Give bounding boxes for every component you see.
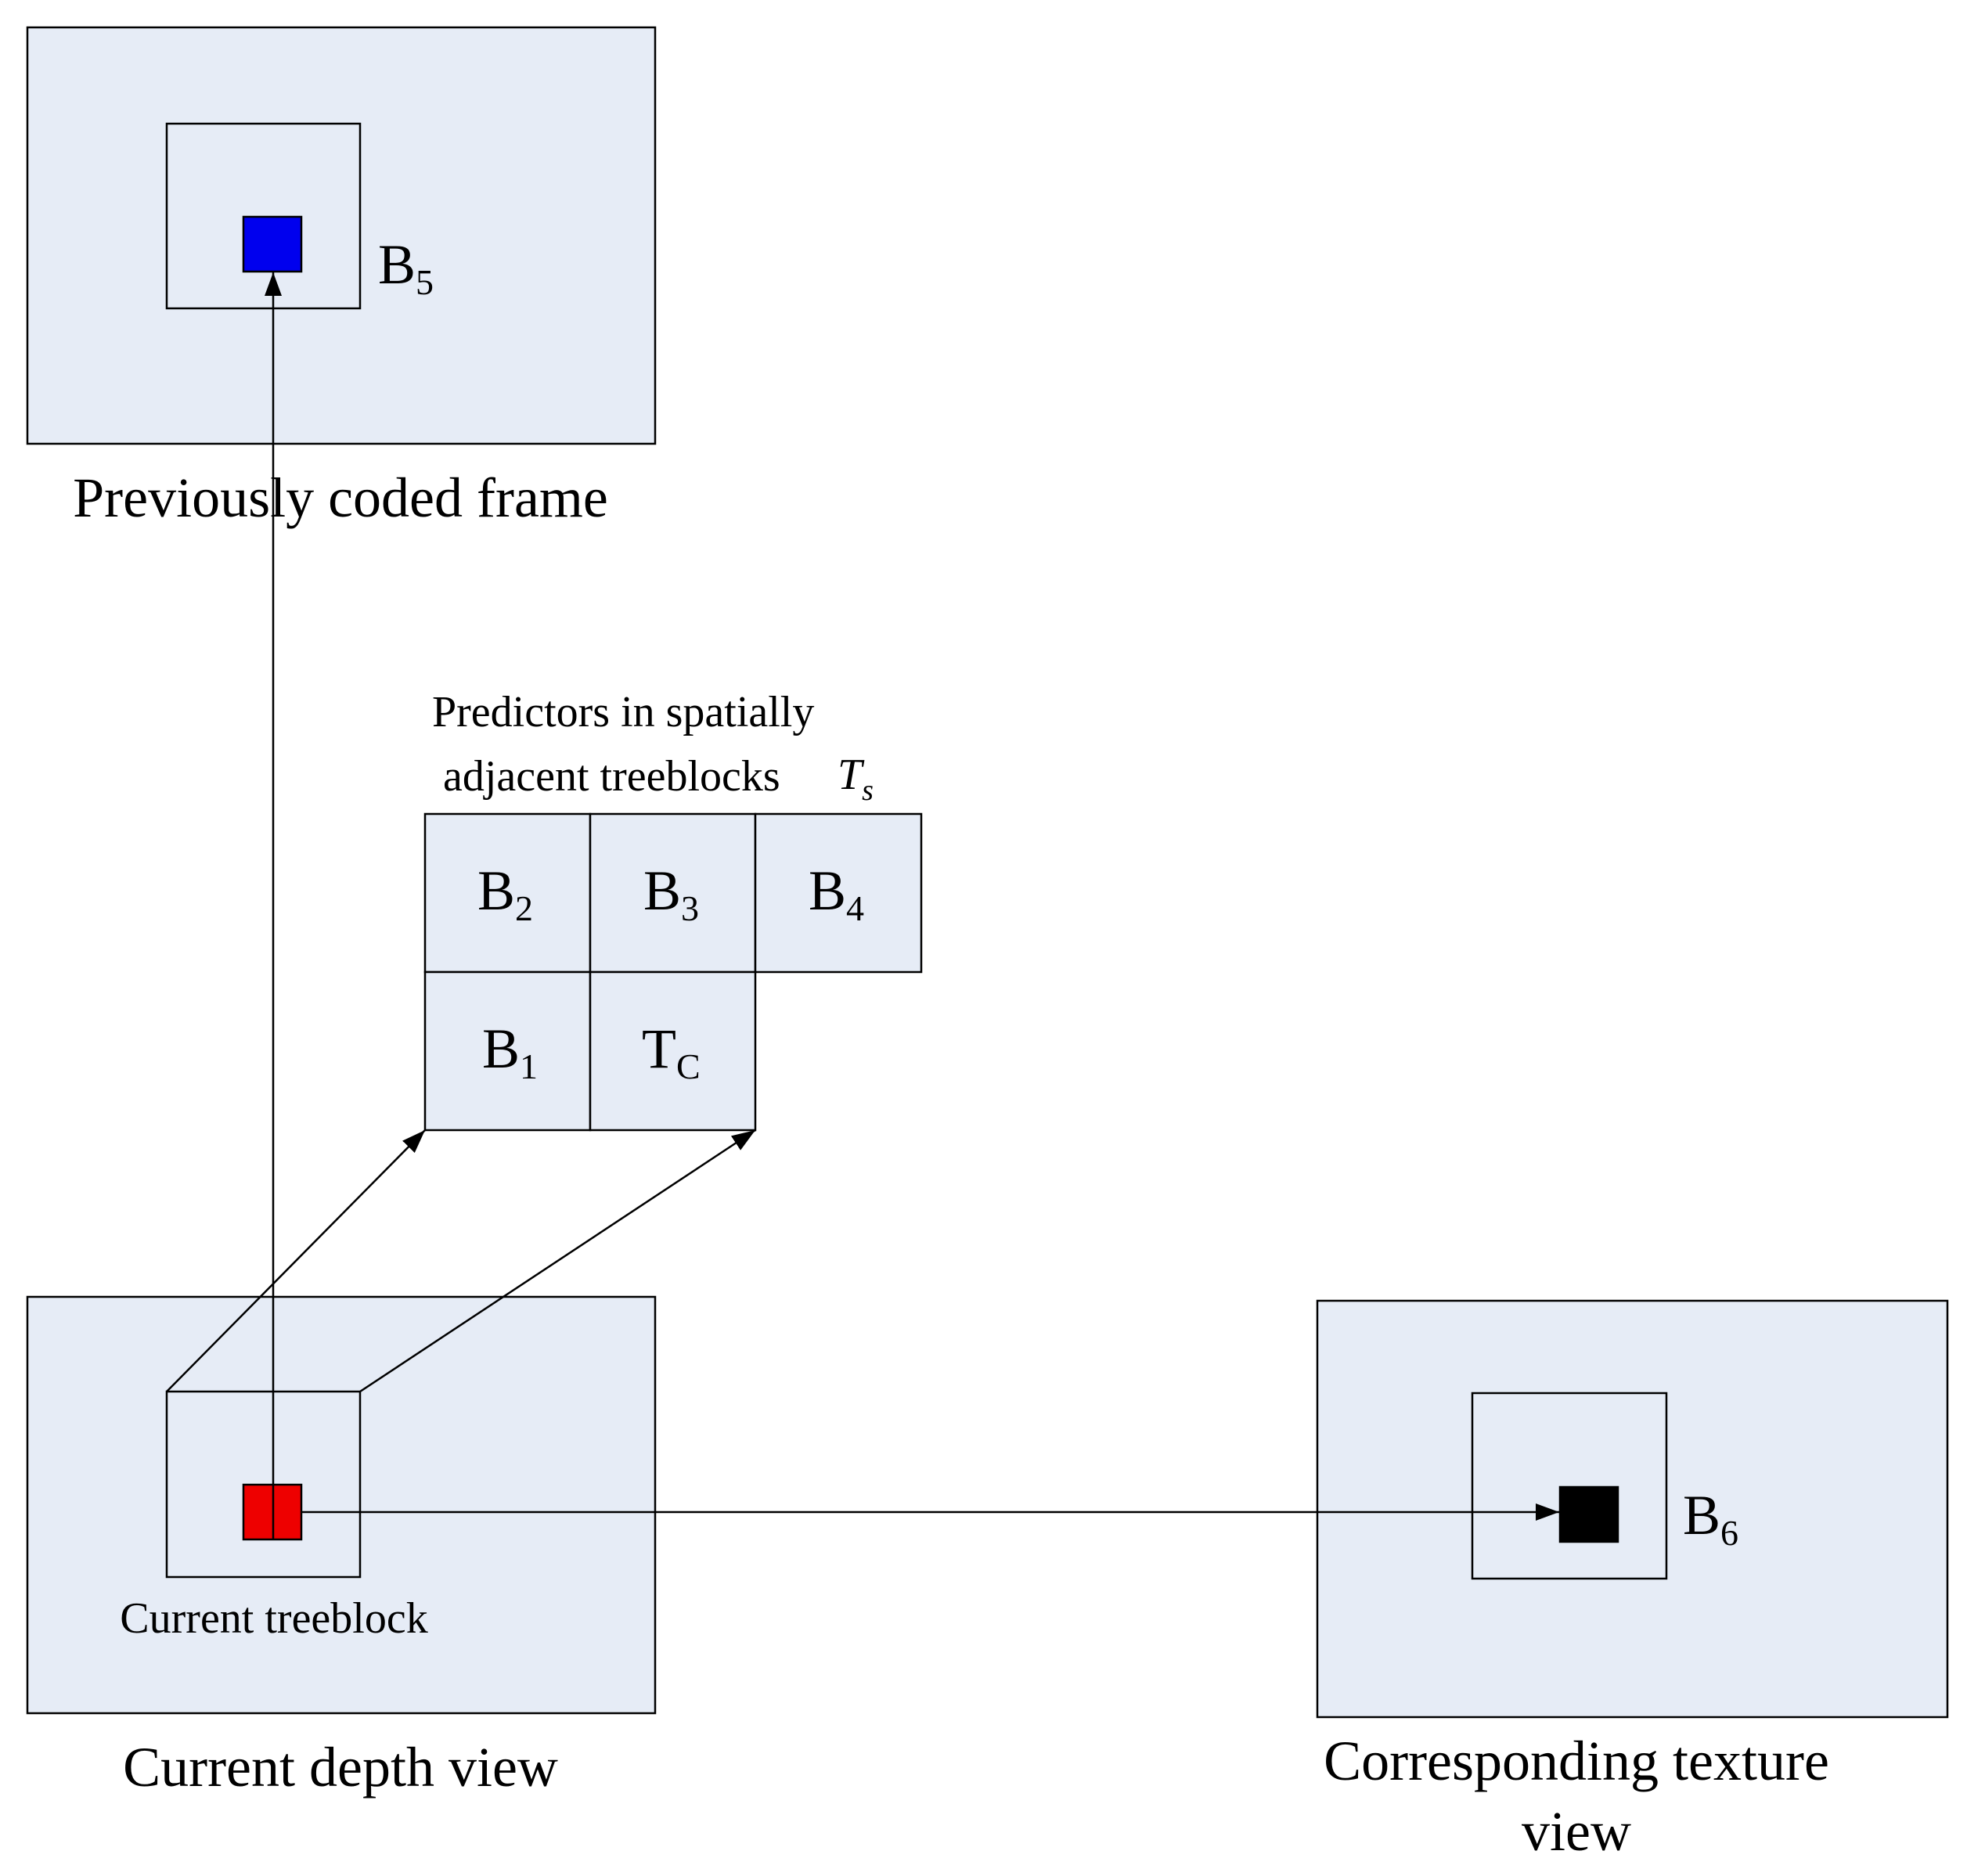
b6-label: B6 <box>1683 1484 1738 1553</box>
arrow-to-tc <box>359 1129 756 1393</box>
cell-b4 <box>754 812 923 974</box>
texture-view: B6 Corresponding texture view <box>1316 1299 1949 1863</box>
cell-b1 <box>423 970 592 1132</box>
ts-symbol: Ts <box>838 751 874 807</box>
current-depth-view: Current treeblock Current depth view <box>26 1295 657 1799</box>
texture-view-title-line2: view <box>1522 1800 1631 1863</box>
arrow-to-b1 <box>166 1129 426 1392</box>
cell-tc-label: TC <box>642 1017 701 1086</box>
connectors <box>166 272 1559 1539</box>
texture-view-title-line1: Corresponding texture <box>1324 1730 1829 1792</box>
cell-tc <box>589 970 757 1132</box>
b6-block <box>1558 1485 1619 1543</box>
cell-b2-label: B2 <box>477 859 533 928</box>
spatial-caption-line2: adjacent treeblocks <box>443 752 780 801</box>
previous-frame-title: Previously coded frame <box>73 466 608 529</box>
depth-view-title: Current depth view <box>123 1736 558 1799</box>
b5-block <box>242 215 303 273</box>
spatial-caption-line1: Predictors in spatially <box>432 688 814 736</box>
texture-treeblock-box <box>1471 1392 1668 1580</box>
cell-b4-label: B4 <box>809 859 864 928</box>
b5-label: B5 <box>378 233 434 302</box>
spatial-predictors: Predictors in spatially adjacent treeblo… <box>423 688 923 1132</box>
previously-coded-frame: B5 Previously coded frame <box>26 26 657 529</box>
cell-b3-label: B3 <box>643 859 699 928</box>
current-treeblock-label: Current treeblock <box>120 1594 427 1643</box>
cell-b1-label: B1 <box>482 1017 538 1086</box>
